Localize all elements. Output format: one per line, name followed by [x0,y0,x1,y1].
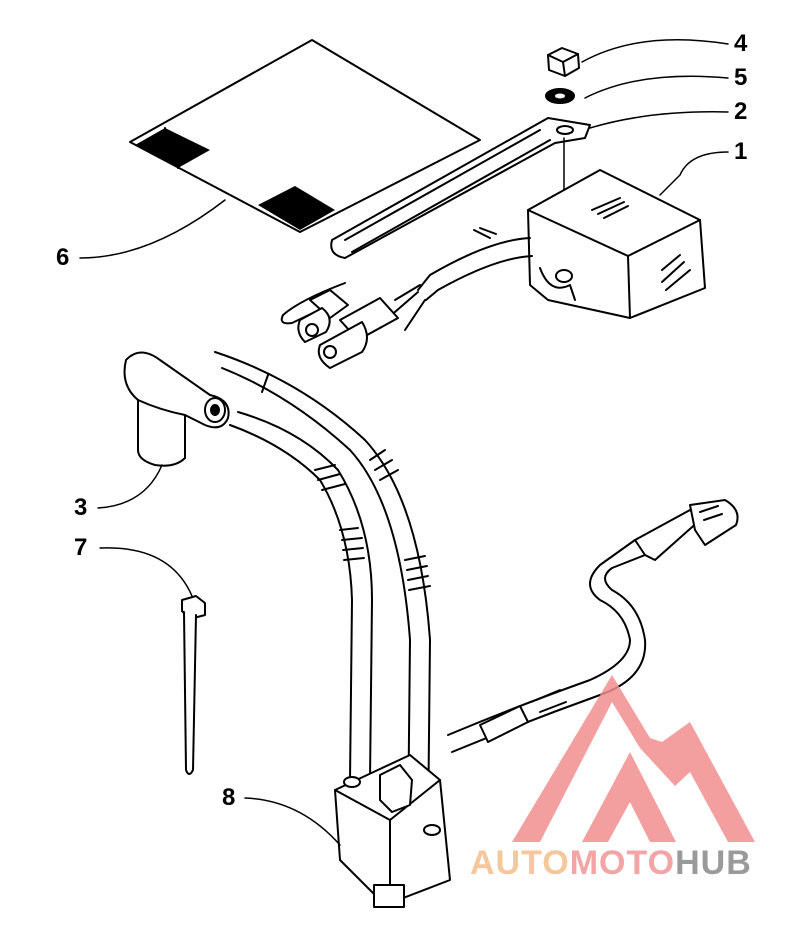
spark-plug-cap [123,351,230,467]
control-unit [527,169,706,319]
callout-5: 5 [734,64,748,91]
watermark-moto: MOTO [569,844,676,882]
instruction-sheet [129,39,481,233]
watermark-logo [512,675,755,842]
cable-tie [181,595,206,775]
washer [545,88,575,104]
ht-lead-left [229,411,373,781]
bracket-strap [330,117,591,259]
callout-8: 8 [222,784,236,811]
harness-cable [280,227,533,369]
callout-leaders [79,38,729,846]
ignition-coil [334,754,451,908]
primary-wire [447,499,739,753]
callout-1: 1 [734,138,748,165]
leader-5 [584,75,729,99]
callout-7: 7 [74,534,88,561]
callout-2: 2 [734,98,748,125]
leader-4 [581,38,729,63]
leader-1 [659,151,729,196]
leader-2 [589,111,729,129]
watermark-text: AUTOMOTOHUB [470,843,752,883]
callout-6: 6 [56,244,70,271]
watermark-hub: HUB [675,844,752,882]
callout-3: 3 [74,494,88,521]
leader-7 [99,547,193,597]
nut [547,47,580,77]
watermark-auto: AUTO [470,844,570,882]
leader-3 [97,464,163,509]
ht-lead-right [214,351,431,831]
leader-6 [79,199,226,259]
leader-8 [244,797,341,846]
callout-4: 4 [734,30,748,57]
